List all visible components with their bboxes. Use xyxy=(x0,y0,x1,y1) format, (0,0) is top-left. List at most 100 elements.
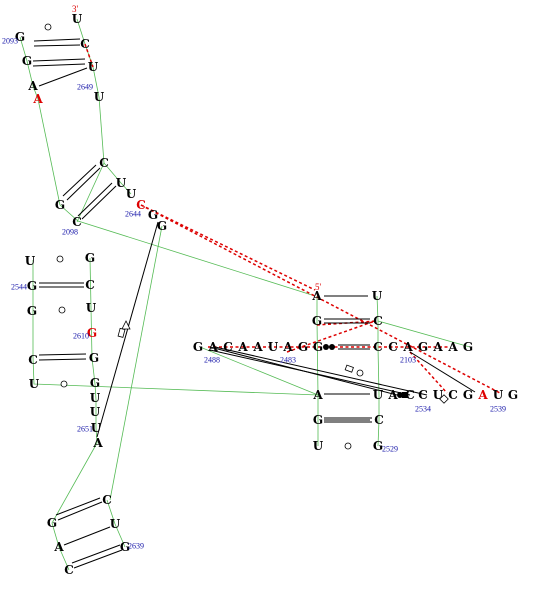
nucleotide: C xyxy=(64,563,74,577)
nucleotide: G xyxy=(193,340,203,354)
nucleotide: A xyxy=(27,79,38,93)
nucleotide: A xyxy=(387,388,398,402)
nucleotide: U xyxy=(94,90,105,104)
square-marker xyxy=(344,364,354,373)
five-prime-label: 5' xyxy=(315,282,322,292)
nucleotide: U xyxy=(313,439,324,453)
nucleotide: U xyxy=(72,12,83,26)
circle-marker xyxy=(323,344,329,350)
nucleotide: U xyxy=(90,391,101,405)
residue-number: 2649 xyxy=(77,83,93,92)
nucleotide: C xyxy=(418,388,428,402)
nucleotide: A xyxy=(447,340,458,354)
nucleotide: G xyxy=(27,304,37,318)
central-junction: 5' A U G C G A C A A U A G G C C A G A A… xyxy=(193,282,518,454)
square-marker xyxy=(117,327,126,338)
nucleotide: G xyxy=(90,376,100,390)
nucleotide: G xyxy=(463,340,473,354)
nucleotide: G xyxy=(55,198,65,212)
nucleotide: G xyxy=(15,30,25,44)
residue-number: 2639 xyxy=(128,542,144,551)
nucleotide: U xyxy=(126,187,137,201)
nucleotide: A xyxy=(282,340,293,354)
gu-pair-marker xyxy=(56,255,64,263)
nucleotide: G xyxy=(463,388,473,402)
diamond-marker xyxy=(439,394,449,404)
nucleotide: G xyxy=(27,279,37,293)
circle-marker xyxy=(397,392,403,398)
nucleotide: U xyxy=(372,289,383,303)
nucleotide: G xyxy=(373,439,383,453)
nucleotide: C xyxy=(373,314,383,328)
nucleotide: C xyxy=(448,388,458,402)
nucleotide: A xyxy=(311,289,322,303)
nucleotide: G xyxy=(85,251,95,265)
nucleotide: A xyxy=(92,436,103,450)
nucleotide: U xyxy=(88,60,99,74)
nucleotide: A xyxy=(312,388,323,402)
square-marker xyxy=(402,392,408,398)
nucleotide: C xyxy=(85,278,95,292)
helix-left: U G G C G U G C G U G U U U A 2544 2610 … xyxy=(11,251,131,450)
helix-upper-middle: C U U C G G G C 2644 2098 xyxy=(55,156,167,237)
nucleotide: A xyxy=(252,340,263,354)
tertiary-interaction-lines xyxy=(96,221,476,438)
residue-number: 2539 xyxy=(490,405,506,414)
nucleotide: A xyxy=(432,340,443,354)
nucleotide: C xyxy=(136,198,146,212)
three-prime-label: 3' xyxy=(72,4,79,14)
nucleotide: U xyxy=(29,377,40,391)
nucleotide: A xyxy=(402,340,413,354)
residue-number: 2534 xyxy=(415,405,431,414)
nucleotide: C xyxy=(373,340,383,354)
nucleotide: G xyxy=(120,540,130,554)
nucleotide: G xyxy=(298,340,308,354)
nucleotide: G xyxy=(313,340,323,354)
circle-marker xyxy=(329,344,335,350)
nucleotide: G xyxy=(22,54,32,68)
gu-pair-marker xyxy=(58,306,66,314)
nucleotide: C xyxy=(80,37,90,51)
nucleotide: U xyxy=(91,421,102,435)
nucleotide: C xyxy=(72,215,82,229)
nucleotide: A xyxy=(32,92,43,106)
nucleotide: U xyxy=(86,301,97,315)
residue-number: 2103 xyxy=(400,356,416,365)
nucleotide: U xyxy=(90,405,101,419)
residue-number: 2610 xyxy=(73,332,89,341)
helix-top: 3' U G G A A C U U 2093 2649 xyxy=(2,4,105,106)
nucleotide: G xyxy=(508,388,518,402)
nucleotide: G xyxy=(87,326,97,340)
residue-number: 2488 xyxy=(204,356,220,365)
nucleotide: A xyxy=(53,540,64,554)
residue-number: 2651 xyxy=(77,425,93,434)
nucleotide: G xyxy=(313,413,323,427)
nucleotide: G xyxy=(157,219,167,233)
nucleotide: G xyxy=(312,314,322,328)
nucleotide: U xyxy=(25,254,36,268)
nucleotide: U xyxy=(433,388,444,402)
residue-number: 2098 xyxy=(62,228,78,237)
nucleotide: U xyxy=(268,340,279,354)
nucleotide: U xyxy=(373,388,384,402)
residue-number: 2529 xyxy=(382,445,398,454)
residue-number: 2483 xyxy=(280,356,296,365)
triangle-marker xyxy=(121,320,131,330)
backbone-lines xyxy=(19,18,471,571)
residue-number: 2544 xyxy=(11,283,27,292)
nucleotide: U xyxy=(110,517,121,531)
nucleotide: G xyxy=(148,208,158,222)
nucleotide: G xyxy=(89,351,99,365)
red-interaction-lines xyxy=(84,43,501,394)
nucleotide: C xyxy=(405,388,415,402)
residue-number: 2093 xyxy=(2,37,18,46)
residue-number: 2644 xyxy=(125,210,141,219)
nucleotide: C xyxy=(374,413,384,427)
nucleotide: C xyxy=(99,156,109,170)
helix-bottom: C G A C U G 2639 xyxy=(47,493,144,577)
nucleotide: G xyxy=(47,516,57,530)
nucleotide: U xyxy=(116,176,127,190)
nucleotide: A xyxy=(237,340,248,354)
